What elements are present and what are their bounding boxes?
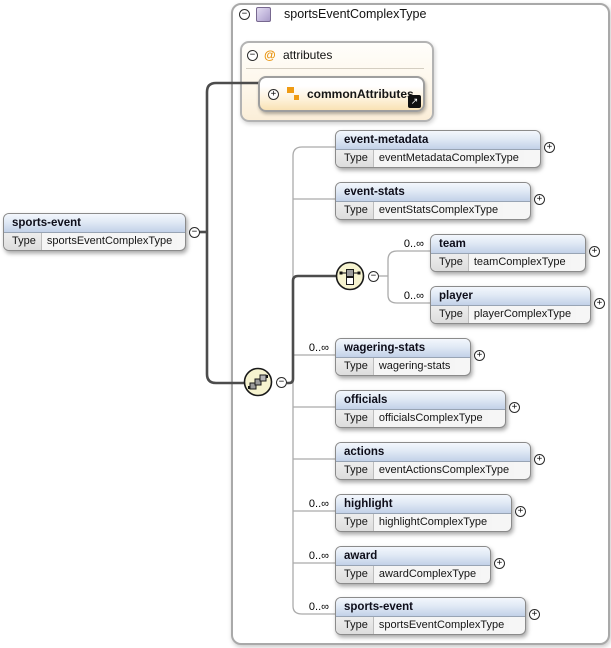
type-label: Type [336, 566, 374, 583]
occurs-sports-event: 0..∞ [308, 601, 329, 613]
expand-button-event-metadata[interactable]: + [544, 142, 555, 153]
expand-button[interactable]: + [268, 88, 279, 100]
attribute-group-label: commonAttributes [307, 87, 414, 101]
type-label: Type [336, 514, 374, 531]
type-value: wagering-stats [373, 358, 456, 375]
complextype-title: sportsEventComplexType [284, 7, 427, 21]
collapse-button-attributes[interactable]: − [247, 50, 258, 61]
occurs-team: 0..∞ [403, 238, 424, 250]
type-value: eventActionsComplexType [373, 462, 515, 479]
expand-button-officials[interactable]: + [509, 402, 520, 413]
type-value: sportsEventComplexType [41, 233, 178, 250]
node-name: highlight [336, 495, 511, 514]
attribute-group-commonattributes[interactable]: + commonAttributes ↗ [258, 76, 425, 112]
expand-button-team[interactable]: + [589, 246, 600, 257]
expand-button-actions[interactable]: + [534, 454, 545, 465]
node-name: event-metadata [336, 131, 540, 150]
type-value: playerComplexType [468, 306, 577, 323]
node-name: wagering-stats [336, 339, 470, 358]
node-name: officials [336, 391, 505, 410]
complextype-icon [256, 7, 271, 22]
type-label: Type [431, 306, 469, 323]
expand-button-sports-event[interactable]: + [529, 609, 540, 620]
type-label: Type [336, 202, 374, 219]
occurs-wagering-stats: 0..∞ [308, 342, 329, 354]
goto-definition-icon[interactable]: ↗ [408, 95, 421, 108]
attributes-divider [246, 68, 424, 69]
node-name: sports-event [336, 598, 525, 617]
expand-button-wagering-stats[interactable]: + [474, 350, 485, 361]
at-icon: @ [264, 48, 276, 62]
type-value: awardComplexType [373, 566, 482, 583]
occurs-highlight: 0..∞ [308, 498, 329, 510]
type-label: Type [4, 233, 42, 250]
type-label: Type [336, 150, 374, 167]
collapse-button-choice[interactable]: − [368, 271, 379, 282]
type-value: highlightComplexType [373, 514, 493, 531]
node-sports-event-root[interactable]: sports-event Type sportsEventComplexType [3, 213, 186, 251]
node-name: team [431, 235, 585, 254]
collapse-button-sequence[interactable]: − [276, 377, 287, 388]
type-value: eventMetadataComplexType [373, 150, 524, 167]
attribute-group-icon [287, 87, 299, 100]
type-label: Type [336, 410, 374, 427]
node-name: event-stats [336, 183, 530, 202]
type-value: officialsComplexType [373, 410, 488, 427]
expand-button-event-stats[interactable]: + [534, 194, 545, 205]
occurs-award: 0..∞ [308, 550, 329, 562]
expand-button-highlight[interactable]: + [515, 506, 526, 517]
node-name: sports-event [4, 214, 185, 233]
type-label: Type [336, 462, 374, 479]
occurs-player: 0..∞ [403, 290, 424, 302]
type-value: sportsEventComplexType [373, 617, 510, 634]
expand-button-award[interactable]: + [494, 558, 505, 569]
attributes-label: attributes [283, 48, 333, 62]
type-label: Type [336, 617, 374, 634]
type-label: Type [431, 254, 469, 271]
collapse-button-root[interactable]: − [189, 227, 200, 238]
type-value: eventStatsComplexType [373, 202, 504, 219]
type-value: teamComplexType [468, 254, 571, 271]
node-name: player [431, 287, 590, 306]
node-name: award [336, 547, 490, 566]
expand-button-player[interactable]: + [594, 298, 605, 309]
type-label: Type [336, 358, 374, 375]
node-name: actions [336, 443, 530, 462]
collapse-button-complextype[interactable]: − [239, 9, 250, 20]
